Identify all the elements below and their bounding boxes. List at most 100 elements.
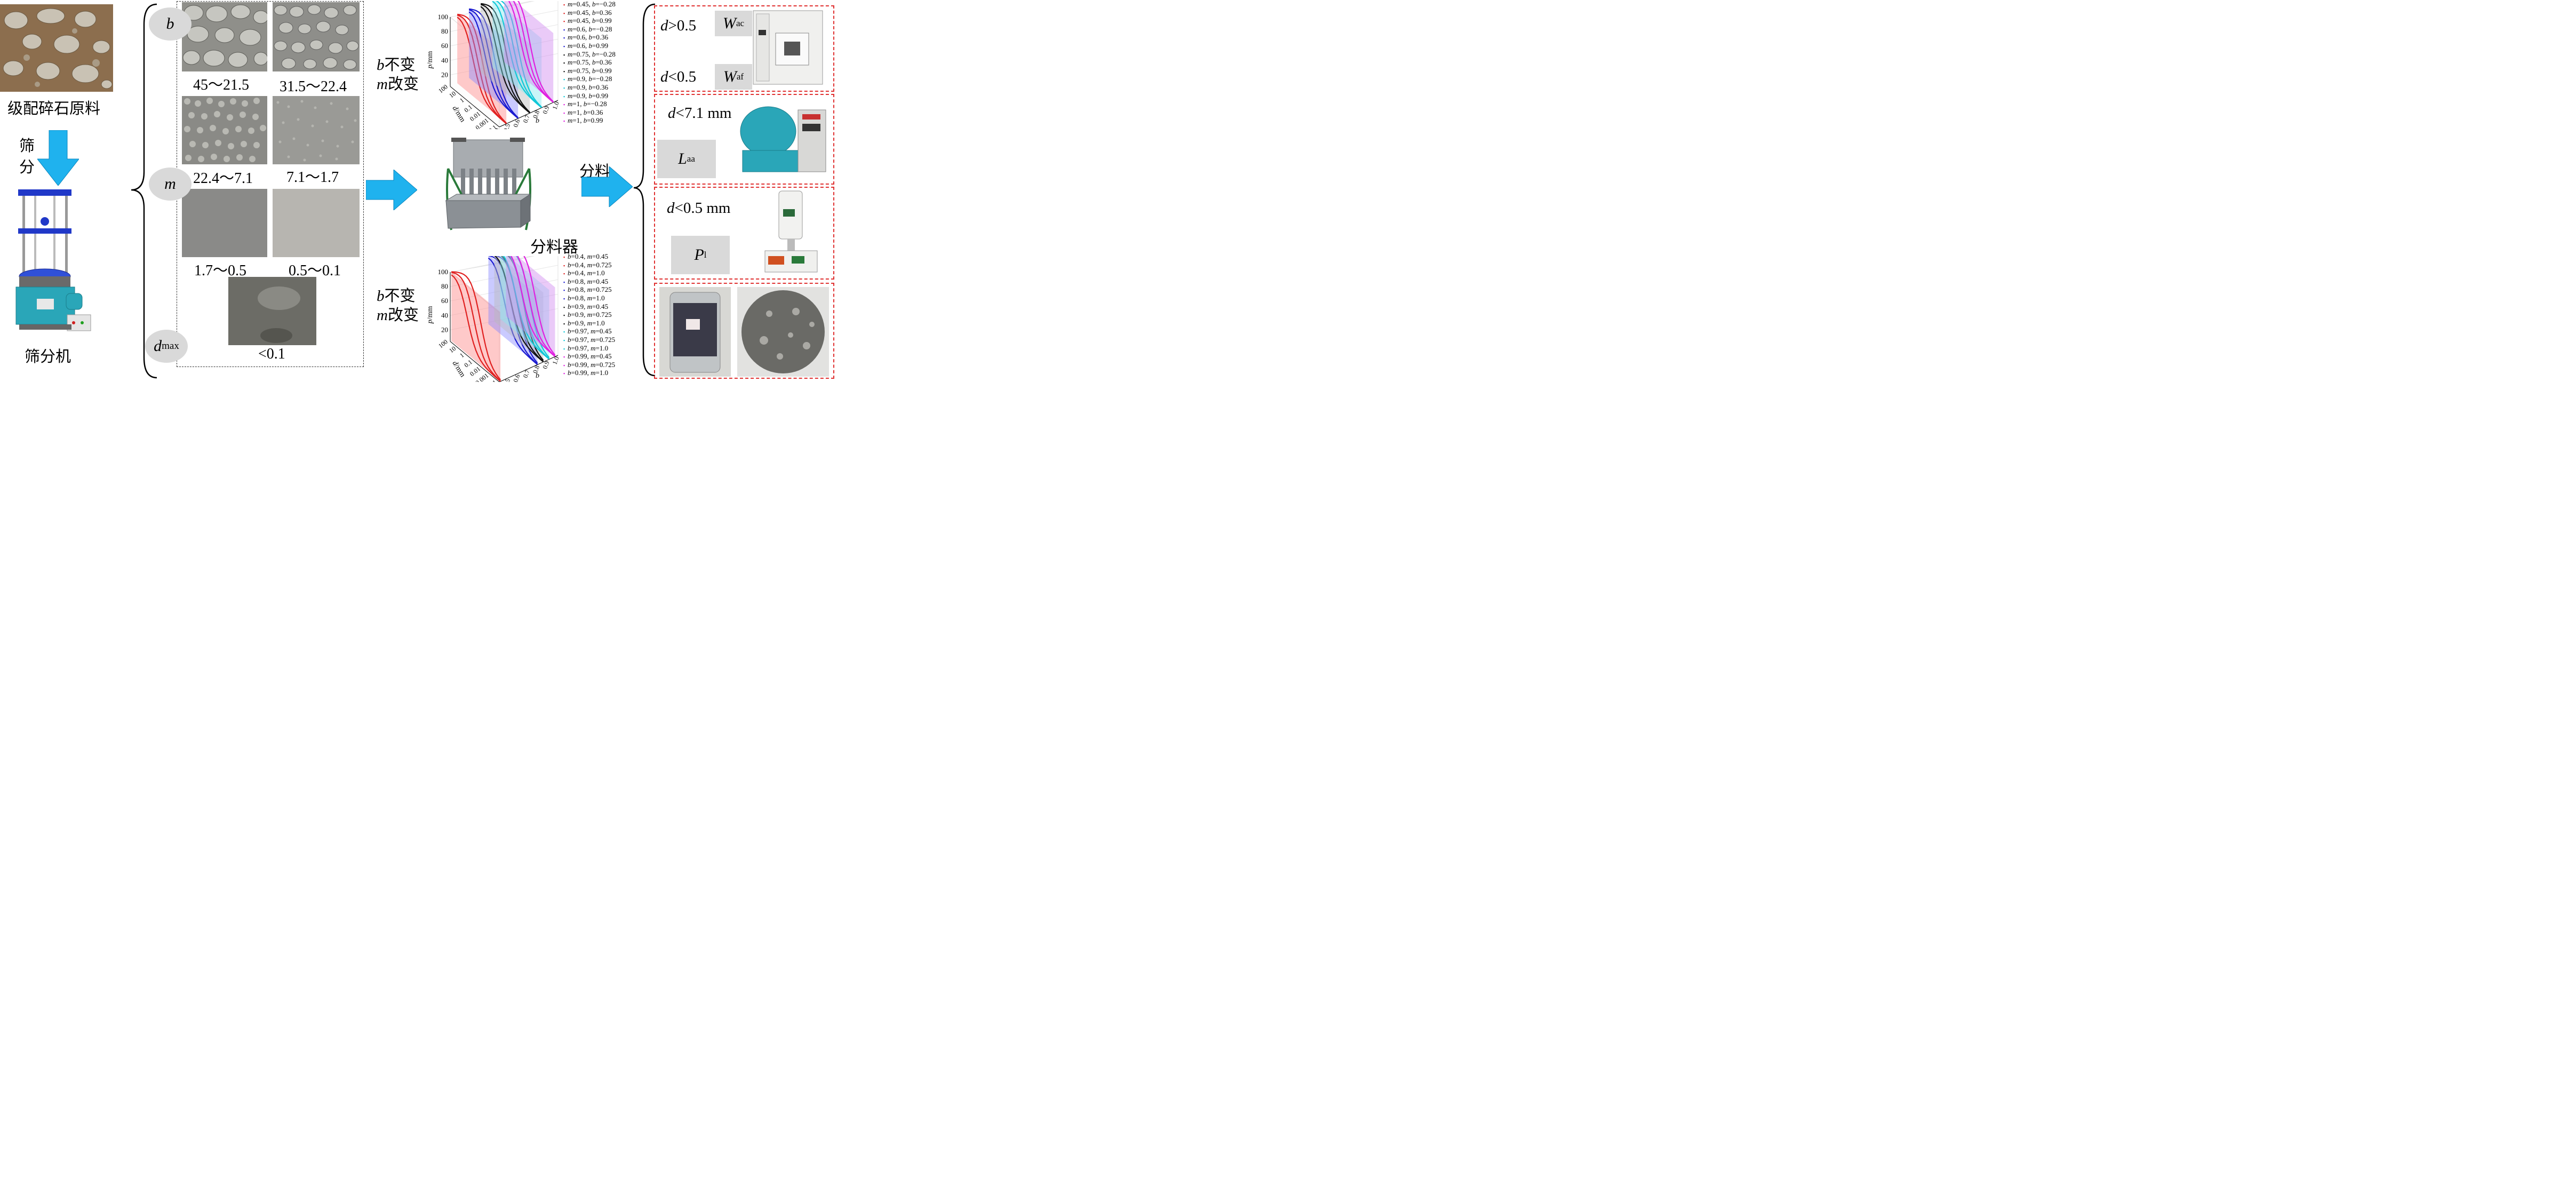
legend-label: m=0.9, b=−0.28 — [568, 75, 612, 83]
plastic-limit-tester-icon — [764, 190, 818, 273]
chart-bottom-legend: ▪b=0.4, m=0.45▪b=0.4, m=0.725▪b=0.4, m=1… — [563, 252, 615, 377]
chart-series-line — [511, 256, 556, 357]
legend-item: ▪m=0.9, b=−0.28 — [563, 75, 616, 83]
legend-label: b=0.99, m=0.45 — [568, 352, 612, 361]
legend-label: m=0.45, b=0.36 — [568, 8, 612, 17]
legend-item: ▪m=0.6, b=−0.28 — [563, 25, 616, 34]
legend-marker: ▪ — [563, 118, 565, 124]
legend-label: b=0.97, m=0.725 — [568, 335, 616, 344]
chart-y-tick-label: 100 — [438, 13, 449, 21]
chart-gridline — [450, 10, 559, 32]
legend-marker: ▪ — [563, 77, 565, 83]
sieve-label-1: 筛 — [19, 138, 35, 155]
test-box-plastic — [654, 187, 834, 280]
chart-grid — [449, 1, 559, 128]
legend-label: m=0.6, b=−0.28 — [568, 25, 612, 33]
legend-item: ▪b=0.8, m=0.725 — [563, 285, 615, 294]
aggregate-label-2: 31.5～22.4 — [280, 78, 347, 95]
raw-gravel-photo — [0, 4, 113, 92]
legend-label: b=0.4, m=0.725 — [568, 260, 612, 269]
legend-marker: ▪ — [563, 346, 565, 352]
legend-item: ▪b=0.97, m=0.725 — [563, 336, 615, 344]
aggregate-label-5: 1.7～0.5 — [194, 262, 247, 279]
box2-line: d<7.1 mm — [668, 105, 732, 122]
param-m-badge: m — [149, 168, 192, 201]
chart-series-line — [457, 14, 507, 124]
left-brace — [131, 3, 157, 379]
bottom-caption: b不变 m改变 — [377, 288, 419, 324]
sample-specimen-photo — [737, 287, 829, 377]
legend-marker: ▪ — [563, 362, 565, 368]
legend-item: ▪m=1, b=−0.28 — [563, 100, 616, 108]
legend-label: m=0.45, b=−0.28 — [568, 0, 616, 8]
chart-series-line — [513, 1, 554, 103]
chart-gridline — [450, 279, 559, 301]
legend-marker: ▪ — [563, 35, 565, 41]
legend-item: ▪m=0.45, b=0.36 — [563, 9, 616, 17]
legend-marker: ▪ — [563, 288, 565, 293]
sieve-label-2: 分 — [19, 159, 35, 176]
chart-series-line — [451, 271, 501, 380]
aggregate-label-3: 22.4～7.1 — [193, 170, 253, 187]
aggregate-photo-22.4-7.1 — [182, 96, 267, 164]
chart-b-tick-label: 0.6 — [512, 118, 521, 129]
legend-marker: ▪ — [563, 321, 565, 326]
chart-y-tick-label: 20 — [441, 70, 448, 78]
box1-line1: d>0.5 — [660, 17, 697, 34]
chart-b-axis — [499, 100, 559, 128]
legend-item: ▪b=0.99, m=0.45 — [563, 352, 615, 361]
chart-gridline — [450, 293, 559, 316]
aggregate-photo-0.5-0.1 — [273, 189, 360, 257]
sample-photos-box — [654, 283, 834, 379]
down-arrow-icon — [37, 130, 79, 186]
legend-item: ▪b=0.9, m=1.0 — [563, 319, 615, 328]
aggregate-label-4: 7.1～1.7 — [286, 169, 339, 186]
legend-label: m=1, b=−0.28 — [568, 100, 607, 108]
legend-label: b=0.99, m=1.0 — [568, 369, 609, 377]
sieve-machine-icon — [15, 189, 91, 331]
legend-label: b=0.8, m=0.725 — [568, 285, 612, 294]
legend-marker: ▪ — [563, 93, 565, 99]
chart-b-tick-label: 0.9 — [541, 360, 551, 370]
legend-label: m=0.75, b=0.99 — [568, 66, 612, 75]
legend-item: ▪b=0.97, m=1.0 — [563, 344, 615, 353]
legend-item: ▪m=0.45, b=0.99 — [563, 17, 616, 25]
chart-y-tick-label: 40 — [441, 56, 448, 64]
legend-item: ▪b=0.99, m=1.0 — [563, 369, 615, 377]
aggregate-photo-7.1-1.7 — [273, 96, 360, 164]
legend-label: m=0.75, b=0.36 — [568, 58, 612, 67]
legend-item: ▪b=0.97, m=0.45 — [563, 327, 615, 336]
chart-plane — [481, 3, 530, 113]
legend-marker: ▪ — [563, 271, 565, 277]
chart-y-tick-label: 100 — [438, 268, 449, 276]
legend-marker: ▪ — [563, 43, 565, 49]
chart-d-tick-label: 100 — [437, 83, 449, 94]
chart-series-line — [481, 3, 530, 113]
chart-gridline — [450, 1, 533, 18]
chart-series-line — [496, 1, 542, 108]
legend-label: m=0.6, b=0.36 — [568, 33, 609, 42]
chart-b-tick-label: 0.5 — [502, 123, 512, 129]
legend-marker: ▪ — [563, 102, 565, 108]
legend-label: b=0.97, m=1.0 — [568, 344, 609, 352]
chart-gridline — [450, 24, 559, 46]
legend-item: ▪b=0.4, m=0.45 — [563, 252, 615, 261]
aggregate-photo-fine — [228, 277, 316, 345]
sieve-machine-label: 筛分机 — [25, 348, 71, 365]
aggregate-photo-31.5-22.4 — [273, 2, 360, 71]
chart-d-axis — [450, 341, 500, 382]
chart-b-axis-label: b — [536, 117, 539, 125]
chart-gridline — [450, 308, 559, 330]
sample-cylinder-photo — [659, 287, 731, 377]
aggregate-label-1: 45～21.5 — [193, 77, 250, 93]
top-caption: b不变 m改变 — [377, 57, 419, 93]
legend-label: m=1, b=0.99 — [568, 116, 603, 125]
legend-item: ▪b=0.9, m=0.725 — [563, 310, 615, 319]
legend-marker: ▪ — [563, 296, 565, 301]
aggregate-photo-1.7-0.5 — [182, 189, 267, 257]
chart-top-legend: ▪m=0.45, b=−0.28▪m=0.45, b=0.36▪m=0.45, … — [563, 0, 616, 125]
